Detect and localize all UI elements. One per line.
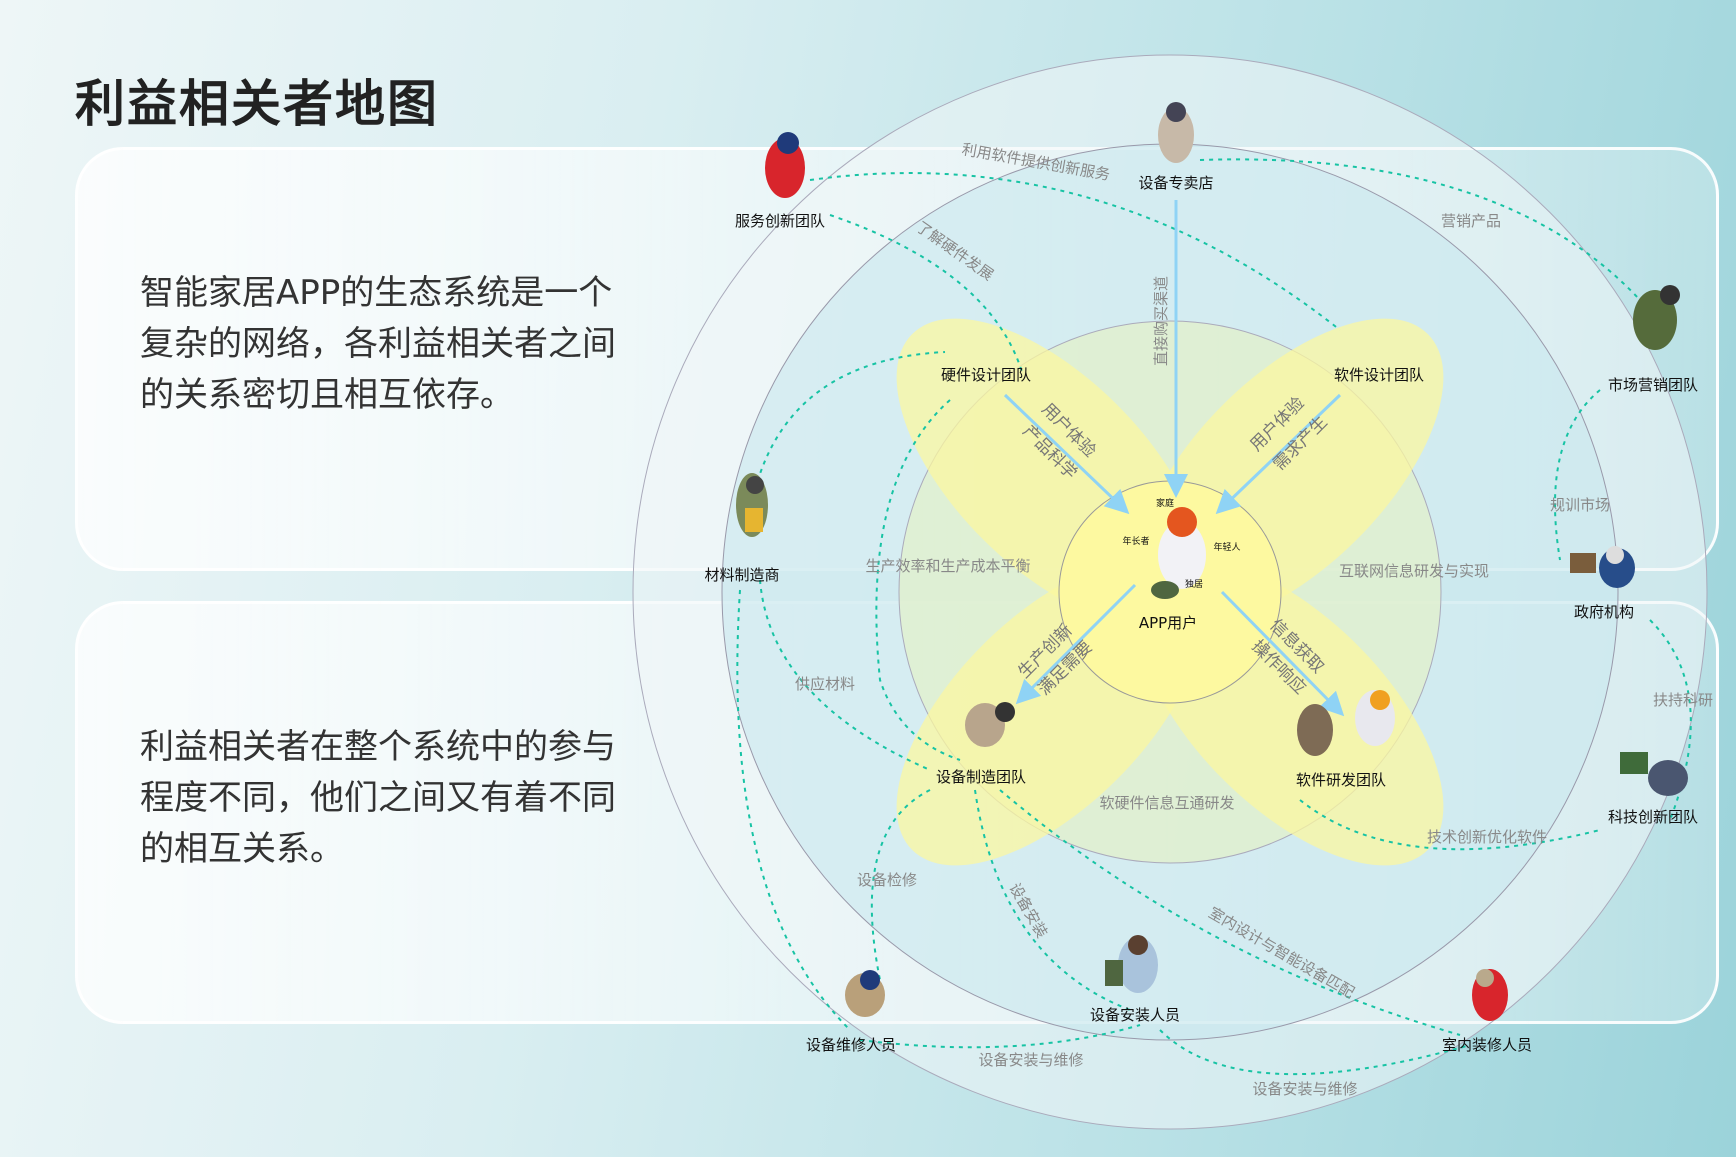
person-figure (845, 970, 885, 1017)
node-marketing: 市场营销团队 (1608, 376, 1698, 394)
flow-arrows (1003, 200, 1345, 717)
text-line: 的相互关系。 (140, 829, 344, 869)
edge-label: 生产效率和生产成本平衡 (865, 557, 1030, 575)
node-government: 政府机构 (1574, 603, 1634, 621)
edge-label: 设备检修 (857, 871, 917, 889)
person-figure (1158, 102, 1194, 163)
edge-label: 扶持科研 (1653, 691, 1713, 709)
dashed-line (736, 589, 851, 1031)
node-hardware-design: 硬件设计团队 (941, 366, 1031, 384)
page-title: 利益相关者地图 (75, 75, 439, 133)
arrow-hardware-to-user (1003, 393, 1130, 515)
person-figure (1105, 935, 1158, 993)
node-tech-innovation: 科技创新团队 (1608, 808, 1698, 826)
edge-label: 直接购买渠道 (1152, 276, 1170, 366)
edge-label: 营销产品 (1441, 212, 1501, 230)
text-line: 程度不同，他们之间又有着不同 (140, 778, 616, 818)
dashed-line (870, 789, 931, 981)
dashed-line (1159, 1029, 1471, 1076)
person-figure (1472, 969, 1508, 1021)
dashed-line (999, 789, 1461, 1036)
segment-living-alone: 独居 (1185, 578, 1203, 590)
edge-label: 设备安装与维修 (978, 1051, 1083, 1069)
dashed-line (1554, 389, 1601, 561)
person-figure (1620, 752, 1688, 796)
dashed-line (829, 214, 1023, 373)
center-label: APP用户 (1139, 614, 1197, 632)
dashed-line (809, 172, 1341, 331)
edge-label: 技术创新优化软件 (1427, 828, 1547, 846)
person-figure (965, 702, 1015, 747)
edge-label: 互联网信息研发与实现 (1339, 562, 1489, 580)
node-material: 材料制造商 (704, 566, 779, 584)
person-figure (1297, 690, 1395, 756)
dashed-line (759, 579, 931, 771)
dashed-line (1299, 799, 1601, 851)
segment-family: 家庭 (1156, 497, 1174, 509)
segment-elderly: 年长者 (1122, 535, 1149, 547)
edge-label: 规训市场 (1550, 496, 1610, 514)
second-paragraph: 利益相关者在整个系统中的参与 程度不同，他们之间又有着不同 的相互关系。 (140, 722, 670, 875)
node-decorator: 室内装修人员 (1442, 1036, 1532, 1054)
node-repairer: 设备维修人员 (806, 1036, 896, 1054)
dashed-line (1199, 158, 1641, 301)
node-store: 设备专卖店 (1138, 174, 1213, 192)
person-figure-center (1151, 507, 1206, 599)
person-figures (736, 102, 1688, 1021)
text-line: 智能家居APP的生态系统是一个 (140, 273, 613, 313)
edge-label: 供应材料 (795, 675, 855, 693)
dashed-line (875, 399, 961, 761)
text-line: 的关系密切且相互依存。 (140, 375, 514, 415)
edge-label: 设备安装与维修 (1252, 1080, 1357, 1098)
node-service-innovation: 服务创新团队 (735, 212, 825, 230)
segment-young: 年轻人 (1213, 541, 1240, 553)
node-manufacturing: 设备制造团队 (936, 768, 1026, 786)
edge-label: 软硬件信息互通研发 (1099, 794, 1234, 812)
arrow-software-to-user (1215, 393, 1342, 515)
person-figure (1570, 546, 1635, 588)
intro-paragraph: 智能家居APP的生态系统是一个 复杂的网络，各利益相关者之间 的关系密切且相互依… (140, 268, 670, 421)
text-line: 利益相关者在整个系统中的参与 (140, 727, 616, 767)
arrow-user-to-manufacturing (1015, 583, 1137, 705)
node-installer: 设备安装人员 (1090, 1006, 1180, 1024)
node-software-design: 软件设计团队 (1334, 366, 1424, 384)
text-line: 复杂的网络，各利益相关者之间 (140, 324, 616, 364)
person-figure (736, 473, 768, 537)
arrow-user-to-dev (1220, 590, 1345, 717)
person-figure (1633, 285, 1680, 350)
node-software-dev: 软件研发团队 (1296, 771, 1386, 789)
person-figure (765, 132, 805, 198)
